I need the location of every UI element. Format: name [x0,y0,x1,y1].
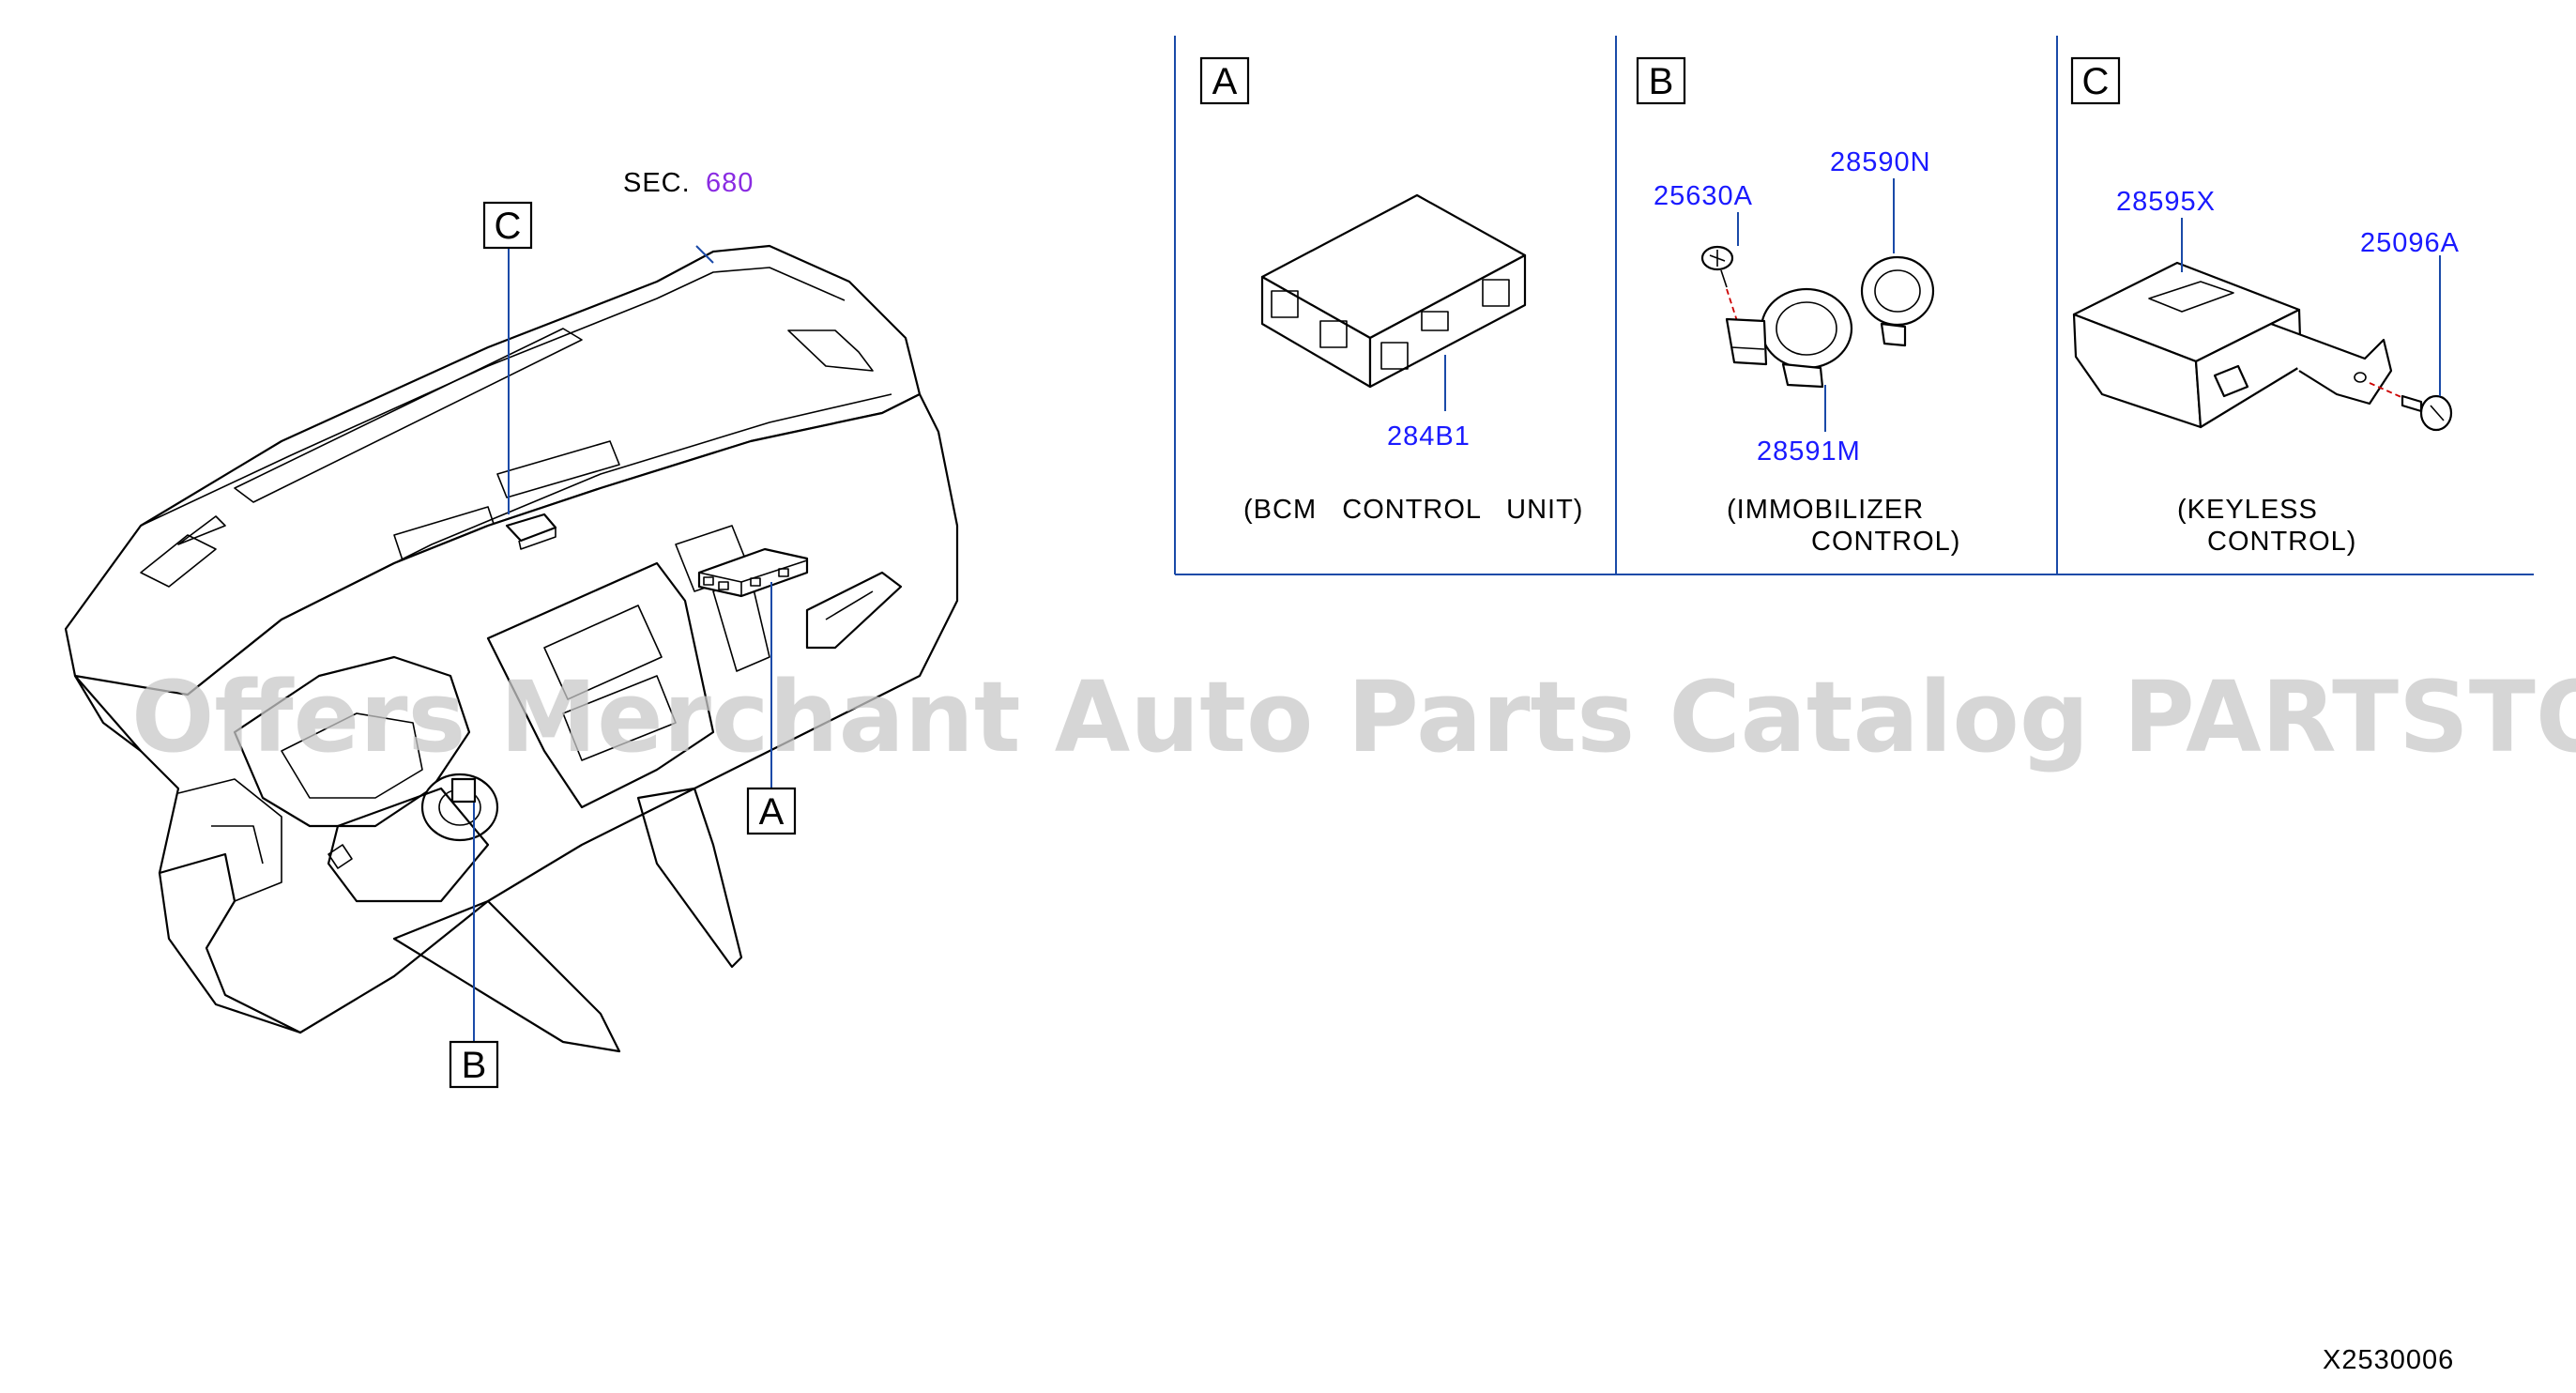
part-number-28595x[interactable]: 28595X [2116,187,2216,217]
screw-icon [1700,245,1734,288]
callout-b[interactable]: B [449,1040,499,1089]
panel-b-caption-line1: (IMMOBILIZER [1727,495,1924,525]
drawing-number: X2530006 [2323,1345,2454,1375]
callout-a-letter: A [759,791,785,833]
panel-c-caption-line1: (KEYLESS [2177,495,2318,525]
immobilizer-antenna-icon [1725,287,1853,389]
section-number: 680 [706,168,754,198]
antenna-ring-icon [1860,255,1935,347]
panel-a: A 284B1 (BCM CONTROL UNIT) [1199,56,1583,525]
watermark-text: Offers Merchant Auto Parts Catalog PARTS… [131,660,2576,774]
panel-b: B 25630A 28590N 28591M (IMMOBILIZER CONT… [1636,56,1960,557]
part-number-284b1[interactable]: 284B1 [1387,421,1471,452]
callout-a[interactable]: A [746,787,797,835]
callout-c-letter: C [495,206,522,247]
panel-b-box [1636,56,1686,105]
part-number-25096a[interactable]: 25096A [2360,228,2460,258]
panel-b-caption-line2: CONTROL) [1811,527,1960,557]
callout-b-letter: B [462,1045,487,1086]
panel-b-letter: B [1649,61,1674,102]
bolt-icon [2401,394,2453,432]
panel-a-box [1199,56,1250,105]
dashboard-leaders [473,245,772,1042]
panel-c: C 28595X 25096A (KEYLESS CONTROL) [2070,56,2460,557]
panel-a-caption: (BCM CONTROL UNIT) [1243,495,1583,525]
detail-panel-frame [1174,36,2534,575]
panel-c-box [2070,56,2121,105]
section-prefix: SEC. [623,168,691,198]
panel-a-letter: A [1212,61,1238,102]
panel-c-letter: C [2082,61,2110,102]
part-number-28590n[interactable]: 28590N [1830,147,1931,177]
keyless-unit-icon [2072,261,2393,429]
bcm-unit-icon [1260,193,1527,389]
callout-c[interactable]: C [482,201,533,250]
section-reference: SEC. 680 [623,168,754,198]
dashboard-illustration [64,244,959,1053]
part-number-25630a[interactable]: 25630A [1654,181,1753,211]
panel-c-caption-line2: CONTROL) [2207,527,2356,557]
part-number-28591m[interactable]: 28591M [1757,436,1861,467]
